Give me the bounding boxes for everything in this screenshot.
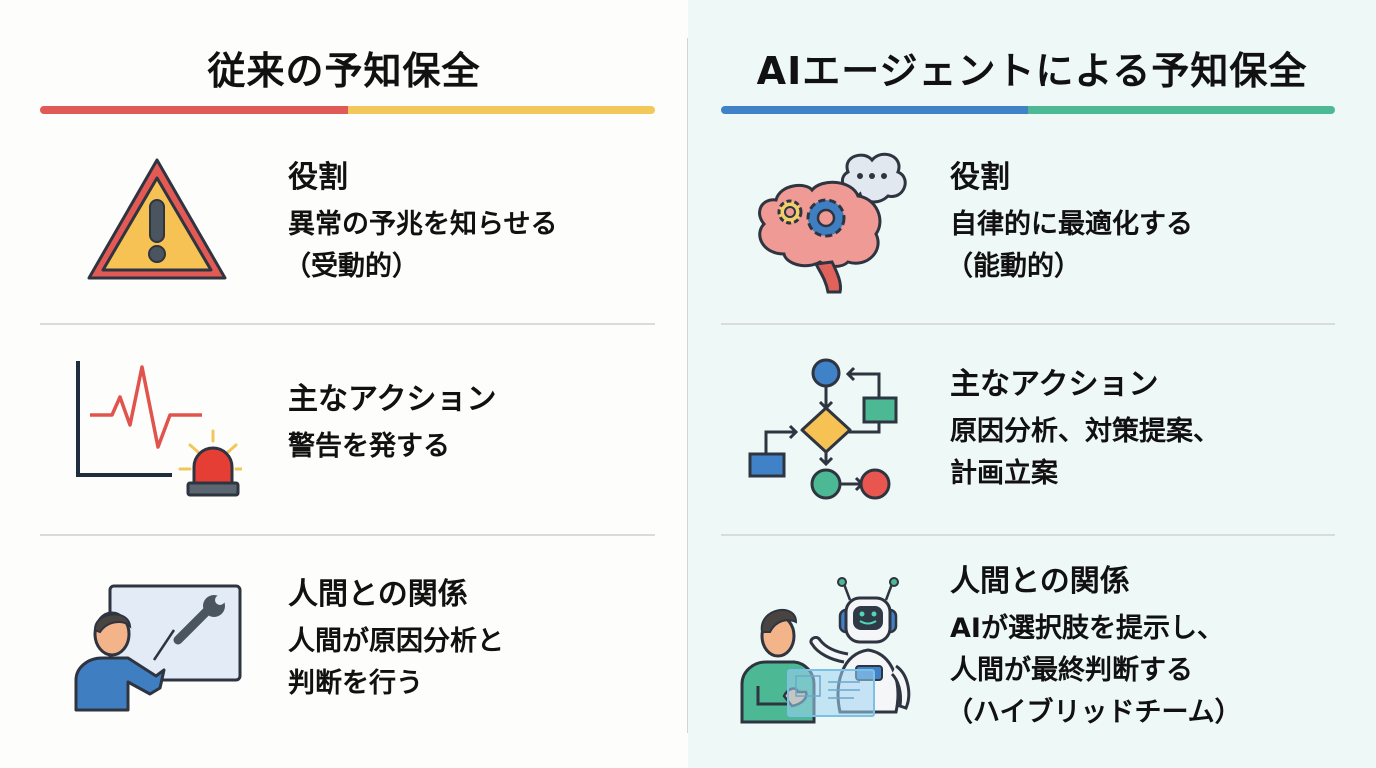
row-heading: 人間との関係: [950, 564, 1130, 599]
row-divider: [721, 323, 1335, 325]
ai-agent-panel: AIエージェントによる予知保全 役割 自律的に最適化する （能動的）: [688, 0, 1376, 768]
row-text-line: AIが選択肢を提示し、: [950, 613, 1224, 644]
human-robot-collab-icon: [736, 574, 926, 728]
row-heading: 役割: [288, 160, 348, 195]
warning-triangle-icon: [82, 152, 232, 292]
row-text-line: 判断を行う: [288, 668, 423, 699]
row-divider: [40, 534, 655, 536]
row-heading: 役割: [950, 160, 1010, 195]
chart-alarm-icon: [72, 355, 248, 509]
row-text-line: （能動的）: [946, 251, 1081, 282]
row-heading: 主なアクション: [288, 382, 497, 417]
row-text-line: 警告を発する: [288, 431, 450, 462]
row-text-line: 原因分析、対策提案、: [950, 416, 1220, 447]
brain-gears-icon: [746, 150, 916, 304]
title-underline-bar: [40, 106, 655, 114]
flowchart-icon: [748, 358, 908, 512]
title-underline-bar: [721, 106, 1335, 114]
panel-title: 従来の予知保全: [207, 49, 481, 93]
row-text-line: 自律的に最適化する: [950, 209, 1193, 240]
row-text-line: 人間が原因分析と: [288, 626, 504, 657]
row-text-line: 人間が最終判断する: [950, 655, 1193, 686]
row-text-line: 異常の予兆を知らせる: [288, 209, 558, 240]
row-text-line: （ハイブリッドチーム）: [946, 697, 1242, 728]
row-text-line: （受動的）: [284, 251, 419, 282]
row-text-line: 計画立案: [950, 458, 1058, 489]
row-heading: 主なアクション: [950, 367, 1159, 402]
row-divider: [40, 323, 655, 325]
row-heading: 人間との関係: [288, 577, 468, 612]
panel-title: AIエージェントによる予知保全: [756, 49, 1308, 93]
traditional-panel: 従来の予知保全 役割 異常の予兆を知らせる （受動的）: [40, 49, 655, 716]
row-divider: [721, 534, 1335, 536]
human-presenter-wrench-icon: [70, 582, 245, 716]
